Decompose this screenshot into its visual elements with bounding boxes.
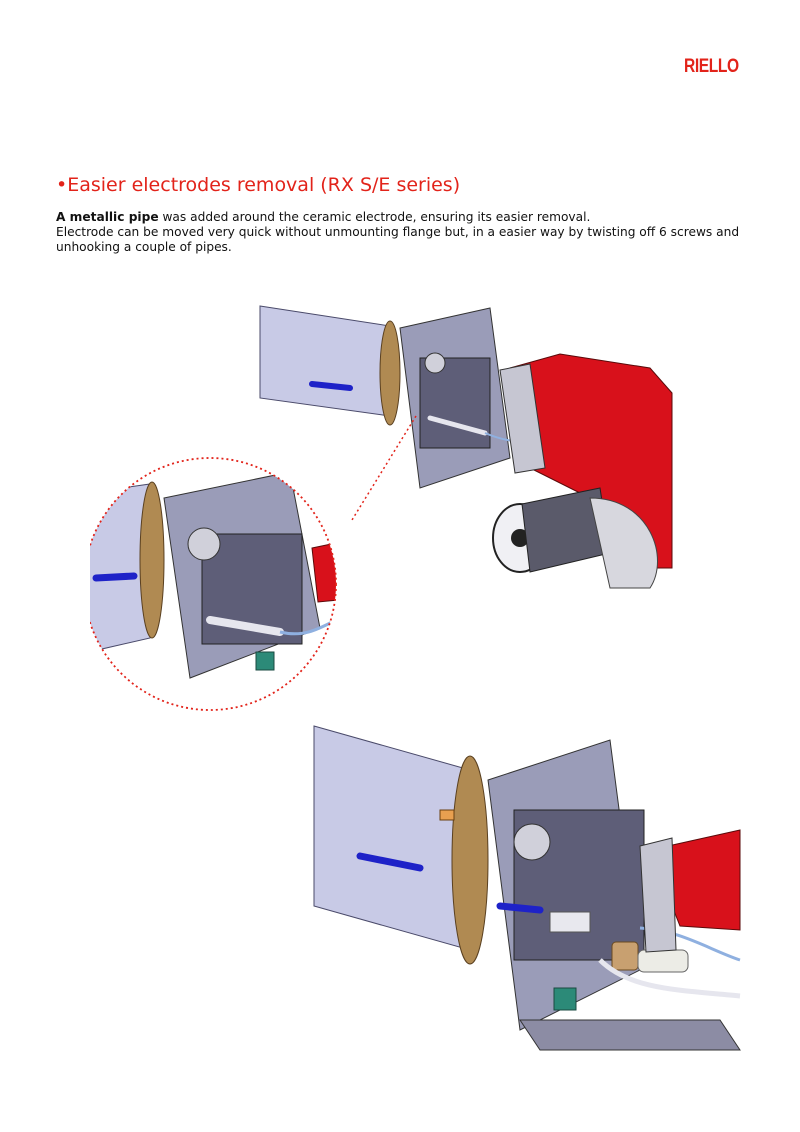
title-text: Easier electrodes removal (RX S/E series…: [67, 174, 461, 196]
description-line-2: Electrode can be moved very quick withou…: [56, 225, 740, 254]
page-title: •Easier electrodes removal (RX S/E serie…: [56, 174, 460, 196]
description-paragraph: A metallic pipe was added around the cer…: [56, 210, 756, 255]
riello-logo: RIELLO: [684, 56, 739, 77]
description-line-1: A metallic pipe was added around the cer…: [56, 210, 756, 225]
metallic-pipe-emphasis: A metallic pipe: [56, 210, 159, 224]
burner-closeup-icon: [313, 725, 741, 1051]
burner-render-icon: [90, 305, 673, 711]
description-line-1-rest: was added around the ceramic electrode, …: [158, 210, 591, 224]
burner-closeup-figure: [300, 720, 750, 1060]
magnifier-detail-icon: [90, 457, 337, 711]
burner-render-figure: [90, 298, 680, 718]
title-bullet: •: [56, 174, 68, 196]
